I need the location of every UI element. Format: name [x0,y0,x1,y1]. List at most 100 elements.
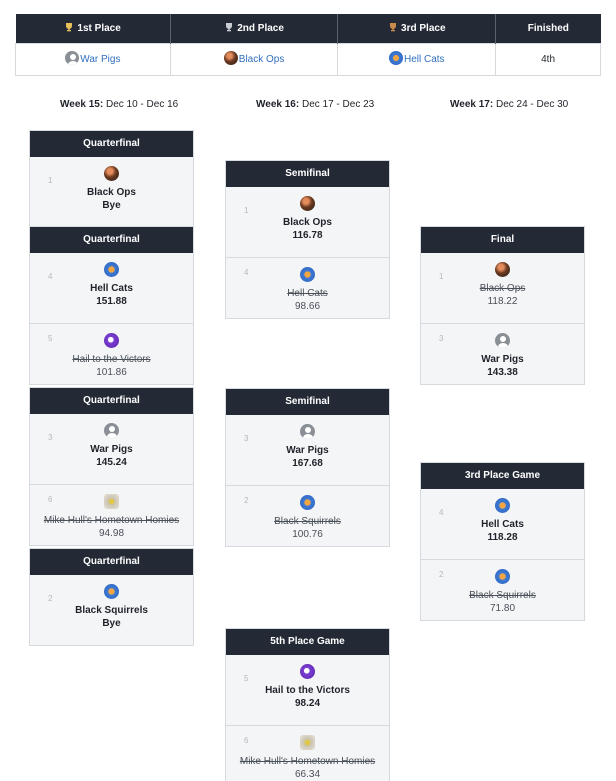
team-name[interactable]: Hail to the Victors [72,354,151,365]
team-name[interactable]: Black Ops [283,217,332,228]
team-score: 151.88 [96,296,127,307]
black-ops-icon [223,50,238,65]
team-name[interactable]: Black Squirrels [469,590,536,601]
second-place-header: 2nd Place [170,14,339,43]
seed-number: 3 [48,433,53,442]
team-link-second[interactable]: Black Ops [238,53,285,65]
week-dates: Dec 17 - Dec 23 [301,99,375,110]
team-score: 100.76 [292,529,323,540]
finished-header: Finished [495,14,601,43]
seed-number: 1 [439,272,444,281]
team-name[interactable]: War Pigs [286,445,329,456]
seed-number: 5 [244,674,249,683]
team-score: Bye [102,200,121,211]
team-score: 118.22 [487,296,518,307]
team-name[interactable]: Mike Hull's Hometown Homies [239,756,376,767]
team-name[interactable]: Black Ops [479,283,526,294]
first-place-label: 1st Place [77,23,121,35]
default-avatar-icon [300,424,315,439]
match-title: Quarterfinal [30,549,193,575]
week-label: Week 17: [450,99,494,110]
match-title: Quarterfinal [30,131,193,157]
default-avatar-icon [65,50,80,65]
seed-number: 2 [439,570,444,579]
team-link-first[interactable]: War Pigs [80,53,121,65]
second-place-label: 2nd Place [237,23,284,35]
match-title: Final [421,227,584,253]
seed-number: 2 [48,594,53,603]
match-title: Quarterfinal [30,388,193,414]
week-label: Week 15: [60,99,104,110]
team-score: 94.98 [98,528,125,539]
seed-number: 3 [439,334,444,343]
hell-cats-icon [104,262,119,277]
homies-icon [300,735,315,750]
finished-cell: 4th [495,42,601,76]
seed-number: 1 [48,176,53,185]
default-avatar-icon [104,423,119,438]
trophy-icon [226,23,233,32]
black-squirrels-icon [104,584,119,599]
trophy-icon [66,23,73,32]
team-name[interactable]: Hail to the Victors [265,685,350,696]
second-place-cell: Black Ops [169,42,339,76]
team-name[interactable]: War Pigs [481,354,524,365]
team-name[interactable]: Black Squirrels [274,516,341,527]
team-link-third[interactable]: Hell Cats [403,53,445,65]
team-name[interactable]: Black Ops [87,187,136,198]
team-score: 118.28 [487,532,518,543]
default-avatar-icon [495,333,510,348]
first-place-header: 1st Place [15,14,171,43]
victors-icon [104,333,119,348]
week-label: Week 16: [256,99,300,110]
standings-row: War Pigs Black Ops Hell Cats 4th [15,42,601,76]
third-place-cell: Hell Cats [337,42,497,76]
standings-header-row: 1st Place 2nd Place 3rd Place Finished [15,14,601,43]
team-score: 145.24 [96,457,127,468]
seed-number: 4 [48,272,53,281]
week-header-15: Week 15: Dec 10 - Dec 16 [60,99,178,110]
hell-cats-icon [495,498,510,513]
team-name[interactable]: War Pigs [90,444,133,455]
team-name[interactable]: Hell Cats [287,288,328,299]
seed-number: 3 [244,434,249,443]
third-place-label: 3rd Place [401,23,446,35]
match-title: Semifinal [226,161,389,187]
team-name[interactable]: Hell Cats [481,519,524,530]
seed-number: 5 [48,334,53,343]
match-title: 3rd Place Game [421,463,584,489]
seed-number: 4 [439,508,444,517]
week-dates: Dec 10 - Dec 16 [105,99,179,110]
team-score: 143.38 [487,367,518,378]
team-name[interactable]: Black Squirrels [75,605,148,616]
team-name[interactable]: Mike Hull's Hometown Homies [43,515,180,526]
team-name[interactable]: Hell Cats [90,283,133,294]
homies-icon [104,494,119,509]
team-score: 66.34 [294,769,321,780]
